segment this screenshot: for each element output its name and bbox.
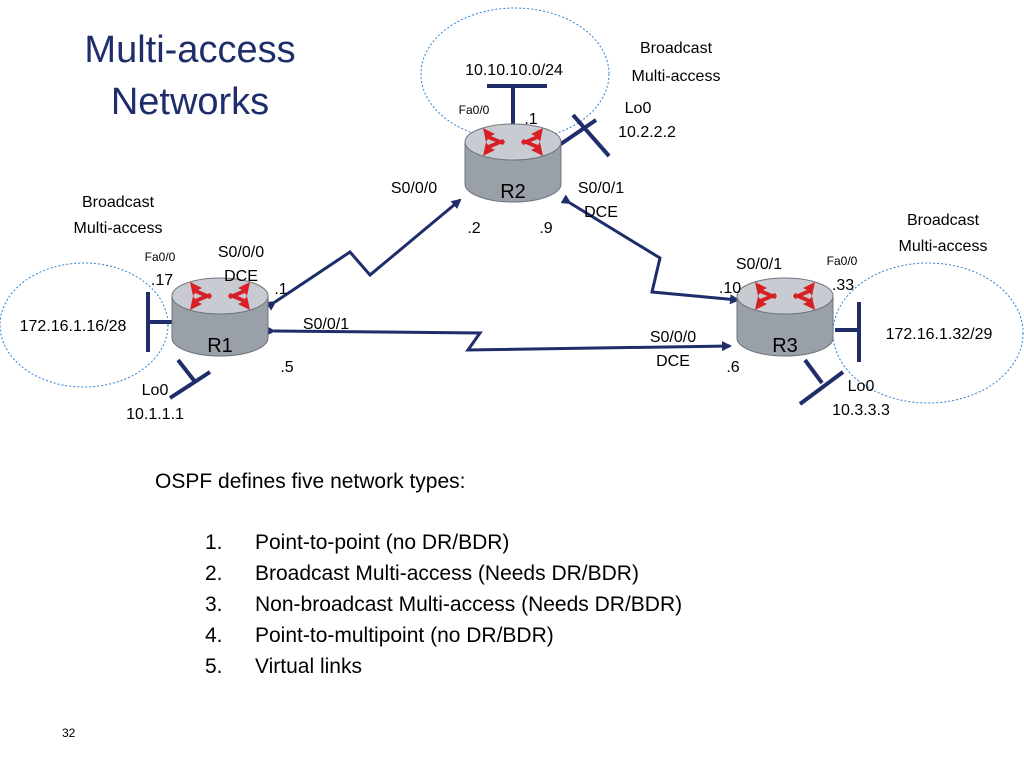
title-line-2: Networks (110, 81, 270, 123)
network-types-intro: OSPF defines five network types: (155, 470, 466, 493)
router-r2[interactable]: R2 (464, 123, 562, 203)
r3-lo-bar (798, 370, 845, 406)
r1-fa-address: .17 (151, 272, 173, 289)
r2-lo-name: Lo0 (625, 100, 652, 117)
r2-s000-label: S0/0/0 (391, 180, 437, 197)
network-types-section: OSPF defines five network types: 1.Point… (155, 470, 855, 682)
r3-s001-address: .10 (719, 280, 741, 297)
router-r1-name: R1 (207, 335, 233, 357)
r1-s000-label: S0/0/0 (218, 244, 264, 261)
r3-zone-line-2: Multi-access (899, 238, 988, 255)
r1-zone-line-2: Multi-access (74, 220, 163, 237)
list-item: 3.Non-broadcast Multi-access (Needs DR/B… (205, 593, 683, 616)
r1-lo-stub (176, 358, 198, 385)
r3-s001-label: S0/0/1 (736, 256, 782, 273)
r1-lan-zone (0, 262, 169, 388)
r1-lo-name: Lo0 (142, 382, 169, 399)
link-r1-r2 (265, 198, 462, 311)
link-r2-r3 (560, 194, 740, 305)
r3-s000-label: S0/0/0 (650, 329, 696, 346)
link-r1-r3 (265, 325, 732, 352)
title-line-1: Multi-access (84, 29, 296, 71)
r2-s000-address: .2 (467, 220, 480, 237)
r3-s000-address: .6 (726, 359, 739, 376)
r2-lo-stub (553, 118, 598, 150)
r3-lo-stub (803, 358, 824, 385)
list-item: 1.Point-to-point (no DR/BDR) (205, 531, 510, 554)
router-r3-name: R3 (772, 335, 798, 357)
r1-s001-label: S0/0/1 (303, 316, 349, 333)
r3-lo-name: Lo0 (848, 378, 875, 395)
list-item: 2.Broadcast Multi-access (Needs DR/BDR) (205, 562, 639, 585)
r1-lo-bar (168, 370, 212, 400)
r2-lo-bar (571, 113, 611, 158)
r1-s000-address: .1 (274, 281, 287, 298)
r2-zone-line-2: Multi-access (632, 68, 721, 85)
router-r1[interactable]: R1 (171, 277, 269, 357)
r2-lo-address: 10.2.2.2 (618, 124, 676, 141)
r1-zone-line-1: Broadcast (82, 194, 155, 211)
r1-s000-dce: DCE (224, 268, 258, 285)
router-r3[interactable]: R3 (736, 277, 834, 357)
r1-lo-address: 10.1.1.1 (126, 406, 184, 423)
r2-fa-address: .1 (524, 111, 537, 128)
list-item: 4.Point-to-multipoint (no DR/BDR) (205, 624, 554, 647)
network-types-list: 1.Point-to-point (no DR/BDR) 2.Broadcast… (155, 527, 855, 682)
slide-title: Multi-access Networks (40, 24, 340, 128)
r2-lan-address: 10.10.10.0/24 (465, 62, 563, 79)
router-r2-name: R2 (500, 181, 526, 203)
r2-zone-line-1: Broadcast (640, 40, 713, 57)
r3-fa-label: Fa0/0 (827, 254, 858, 268)
r3-lan-address: 172.16.1.32/29 (886, 326, 993, 343)
r2-lan-zone (420, 7, 610, 141)
r1-lan-address: 172.16.1.16/28 (20, 318, 127, 335)
r2-s001-address: .9 (539, 220, 552, 237)
r3-lo-address: 10.3.3.3 (832, 402, 890, 419)
r2-s001-label: S0/0/1 (578, 180, 624, 197)
page-number: 32 (62, 726, 76, 740)
r2-fa-label: Fa0/0 (459, 103, 490, 117)
list-item: 5.Virtual links (205, 655, 362, 678)
r3-fa-address: .33 (832, 277, 854, 294)
r1-s001-address: .5 (280, 359, 293, 376)
r3-zone-line-1: Broadcast (907, 212, 980, 229)
r1-fa-label: Fa0/0 (145, 250, 176, 264)
r3-s000-dce: DCE (656, 353, 690, 370)
r2-s001-dce: DCE (584, 204, 618, 221)
